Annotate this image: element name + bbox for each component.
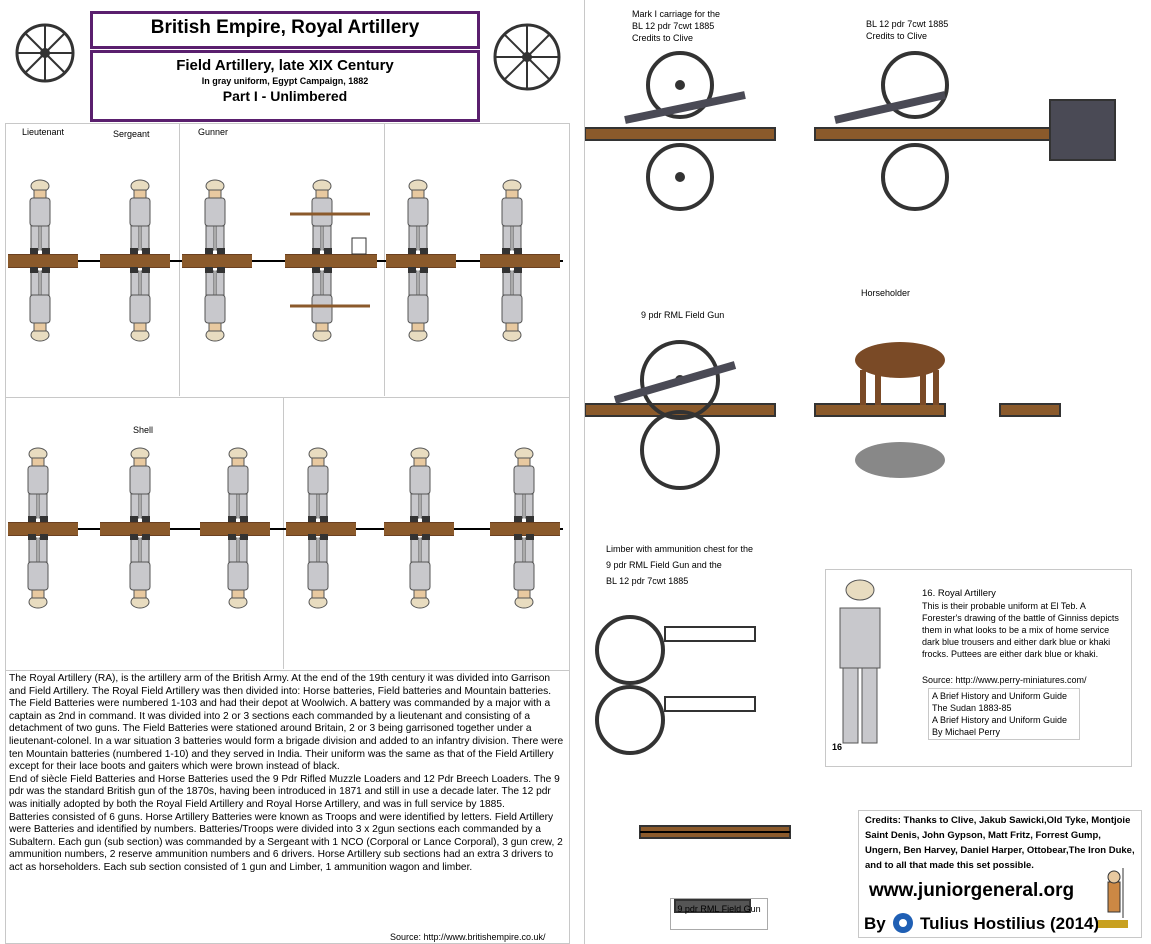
- history-paragraph: The Field Batteries were numbered 1-103 …: [9, 698, 564, 773]
- base-line: [8, 528, 563, 530]
- history-paragraph: End of siècle Field Batteries and Horse …: [9, 773, 560, 810]
- reference-line: The Sudan 1883-85: [932, 703, 1012, 713]
- shield-icon: [893, 913, 913, 933]
- crew-figures: [27, 179, 535, 609]
- uniform-number: 16: [832, 742, 843, 752]
- soldier-figure: [204, 179, 226, 255]
- bl12-credit: Credits to Clive: [866, 31, 928, 41]
- history-paragraph: The Royal Artillery (RA), is the artille…: [9, 673, 552, 697]
- soldier-logo-icon: [1098, 868, 1128, 928]
- page-title: British Empire, Royal Artillery: [150, 17, 420, 38]
- sergeant-label: Sergeant: [113, 129, 150, 139]
- by-label: By: [864, 914, 886, 933]
- history-paragraph: Batteries consisted of 6 guns. Horse Art…: [9, 811, 563, 873]
- reference-line: A Brief History and Uniform Guide: [932, 691, 1068, 701]
- subtitle: Field Artillery, late XIX Century: [176, 57, 394, 74]
- limber-label-a: Limber with ammunition chest for the: [606, 544, 754, 554]
- mark1-label: Mark I carriage for the: [632, 9, 721, 19]
- mark1-label-b: BL 12 pdr 7cwt 1885: [632, 21, 715, 31]
- reference-line: By Michael Perry: [932, 727, 1001, 737]
- soldier-figure: [29, 179, 51, 255]
- base-plank: [490, 522, 560, 536]
- site-url[interactable]: www.juniorgeneral.org: [869, 880, 1075, 901]
- divider: [584, 0, 585, 944]
- lieutenant-label: Lieutenant: [22, 127, 65, 137]
- uniform-source: Source: http://www.perry-miniatures.com/: [922, 675, 1087, 685]
- horse-figure: [855, 342, 945, 478]
- title-box: British Empire, Royal Artillery: [90, 11, 480, 49]
- limber-label-b: 9 pdr RML Field Gun and the: [606, 560, 722, 570]
- divider: [179, 123, 180, 396]
- nine-pdr-label: 9 pdr RML Field Gun: [641, 310, 725, 320]
- gun-label-card: 9 pdr RML Field Gun: [670, 898, 768, 930]
- uniform-heading: 16. Royal Artillery: [922, 588, 996, 599]
- uniform-text: This is their probable uniform at El Teb…: [922, 601, 1119, 659]
- soldier-figure: [129, 179, 151, 255]
- divider: [283, 397, 284, 669]
- divider: [384, 123, 385, 396]
- uniform-info-box: [825, 569, 1132, 767]
- horseholder-label: Horseholder: [861, 288, 911, 298]
- gunner-label: Gunner: [198, 127, 229, 137]
- credits-text: Credits: Thanks to Clive, Jakub Sawicki,…: [865, 815, 1135, 871]
- base-plank: [384, 522, 454, 536]
- soldier-figure: [311, 179, 333, 255]
- shell-label: Shell: [133, 425, 154, 435]
- soldier-figure: [501, 179, 523, 255]
- credits-box: Credits: Thanks to Clive, Jakub Sawicki,…: [858, 810, 1142, 938]
- campaign-note: In gray uniform, Egypt Campaign, 1882: [201, 76, 369, 86]
- history-source: Source: http://www.britishempire.co.uk/: [390, 932, 546, 942]
- part-label: Part I - Unlimbered: [222, 88, 348, 104]
- bl12-label: BL 12 pdr 7cwt 1885: [866, 19, 949, 29]
- wheel-icon-left: [15, 23, 75, 83]
- author-name: Tulius Hostilius (2014): [920, 914, 1100, 933]
- mark1-credit: Credits to Clive: [632, 33, 694, 43]
- limber-label-c: BL 12 pdr 7cwt 1885: [606, 576, 689, 586]
- wheel-icon-right: [493, 23, 561, 91]
- reference-box: A Brief History and Uniform Guide The Su…: [928, 688, 1080, 740]
- uniform-figure: [839, 579, 881, 744]
- soldier-figure: [407, 179, 429, 255]
- history-text: The Royal Artillery (RA), is the artille…: [9, 673, 565, 875]
- artillery-drawings: [585, 51, 1116, 913]
- reference-line: A Brief History and Uniform Guide: [932, 715, 1068, 725]
- subtitle-box: Field Artillery, late XIX Century In gra…: [90, 50, 480, 122]
